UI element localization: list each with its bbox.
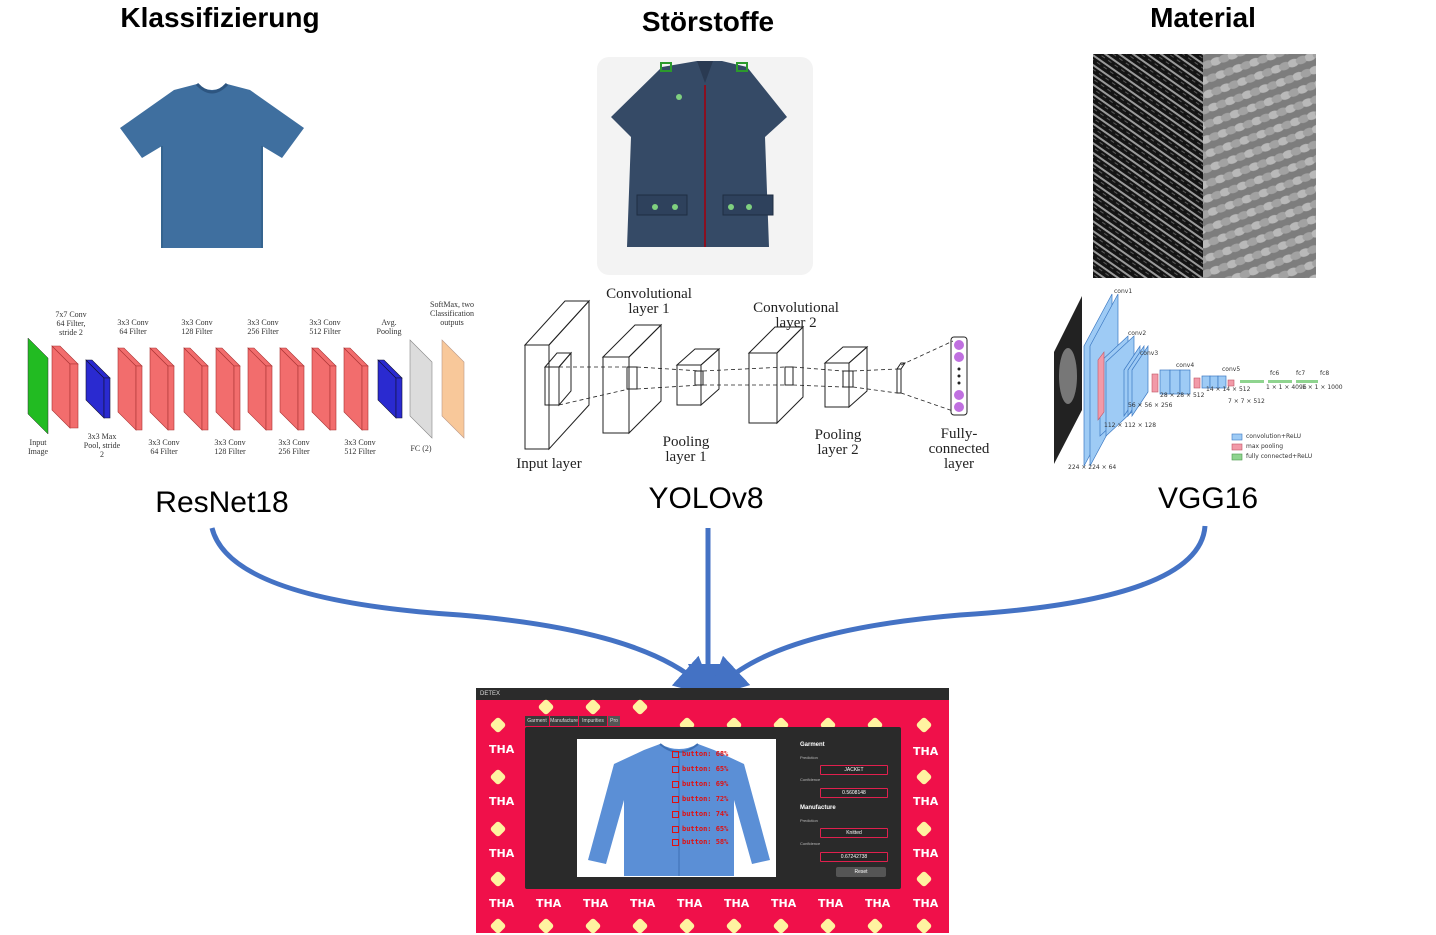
vgg-size-1: 224 × 224 × 64	[1068, 464, 1117, 471]
vgg-label-fc7: fc7	[1296, 370, 1306, 377]
tha-logo: THA	[489, 897, 515, 910]
garment-prediction-field[interactable]: JACKET	[820, 765, 888, 775]
resnet-label-conv128: 3x3 Conv 128 Filter	[181, 318, 213, 336]
detection-label: button: 74%	[672, 810, 728, 818]
manufacture-prediction-field[interactable]: Knitted	[820, 828, 888, 838]
tab-garment[interactable]: Garment	[525, 716, 549, 726]
model-label-yolov8: YOLOv8	[648, 482, 764, 515]
garment-confidence-label: Confidence	[800, 777, 821, 782]
tha-logo: THA	[818, 897, 844, 910]
tha-logo: THA	[536, 897, 562, 910]
yolo-cnn-diagram: Convolutional layer 1 Convolutional laye…	[505, 285, 1005, 475]
tha-logo: THA	[489, 847, 515, 860]
vgg-label-conv5: conv5	[1222, 366, 1241, 373]
vgg-label-conv2: conv2	[1128, 330, 1147, 337]
tha-logo: THA	[913, 745, 939, 758]
vgg-label-conv4: conv4	[1176, 362, 1195, 369]
tab-impurities[interactable]: Impurities	[579, 716, 607, 726]
model-label-resnet18: ResNet18	[155, 486, 289, 519]
detection-label: button: 69%	[672, 780, 728, 788]
title-klassifizierung: Klassifizierung	[120, 2, 320, 33]
yolo-label-input: Input layer	[516, 456, 582, 472]
vgg-size-5: 14 × 14 × 512	[1206, 386, 1251, 393]
manufacture-prediction-label: Prediction	[800, 818, 818, 823]
garment-confidence-field[interactable]: 0.5608148	[820, 788, 888, 798]
resnet-label-conv128-b: 3x3 Conv 128 Filter	[214, 438, 246, 456]
vgg-label-conv3: conv3	[1140, 350, 1159, 357]
yolo-label-fc: Fully- connected layer	[928, 426, 990, 472]
arrow-left	[209, 527, 715, 698]
tha-logo: THA	[913, 897, 939, 910]
resnet18-diagram: 7x7 Conv 64 Filter, stride 2 3x3 Conv 64…	[24, 296, 484, 466]
detection-label: button: 58%	[672, 838, 728, 846]
tha-logo: THA	[583, 897, 609, 910]
resnet-label-conv64-b: 3x3 Conv 64 Filter	[148, 438, 180, 456]
title-material: Material	[1150, 2, 1256, 33]
vgg-size-7: 1 × 1 × 4096	[1266, 384, 1307, 391]
tha-logo: THA	[913, 795, 939, 808]
title-stoerstoffe: Störstoffe	[641, 6, 775, 37]
garment-heading: Garment	[800, 742, 825, 748]
vgg-size-8: 1 × 1 × 1000	[1302, 384, 1343, 391]
resnet-label-conv256-b: 3x3 Conv 256 Filter	[278, 438, 310, 456]
detection-label: button: 65%	[672, 825, 728, 833]
tab-pro[interactable]: Pro	[608, 716, 620, 726]
yolo-label-conv1: Convolutional layer 1	[606, 286, 692, 317]
vgg-legend-pool: max pooling	[1246, 443, 1284, 450]
detection-label: button: 72%	[672, 795, 728, 803]
manufacture-heading: Manufacture	[800, 805, 836, 811]
arrow-right	[707, 525, 1208, 698]
tha-logo: THA	[771, 897, 797, 910]
vgg-label-fc6: fc6	[1270, 370, 1280, 377]
vgg-legend-conv: convolution+ReLU	[1246, 433, 1302, 440]
detection-label: button: 68%	[672, 750, 728, 758]
resnet-label-conv512: 3x3 Conv 512 Filter	[309, 318, 341, 336]
tha-logo: THA	[865, 897, 891, 910]
resnet-label-avgpool: Avg. Pooling	[376, 318, 402, 336]
resnet-label-fc: FC (2)	[410, 444, 432, 453]
app-title-bar: DETEX	[476, 688, 949, 700]
jacket-image	[597, 57, 813, 275]
vgg-size-4: 28 × 28 × 512	[1160, 392, 1205, 399]
tha-logo: THA	[677, 897, 703, 910]
tha-logo: THA	[489, 743, 515, 756]
yolo-label-conv2: Convolutional layer 2	[753, 300, 839, 331]
resnet-label-conv512-b: 3x3 Conv 512 Filter	[344, 438, 376, 456]
reset-button[interactable]: Reset	[836, 867, 886, 877]
shirt-image	[588, 743, 770, 876]
tab-manufacture[interactable]: Manufacture	[550, 716, 578, 726]
manufacture-confidence-label: Confidence	[800, 841, 821, 846]
detection-label: button: 65%	[672, 765, 728, 773]
vgg16-diagram: conv1 conv2 conv3 conv4 conv5 fc6 fc7 fc…	[1048, 286, 1348, 476]
vgg-label-fc8: fc8	[1320, 370, 1330, 377]
tha-logo: THA	[913, 847, 939, 860]
model-label-vgg16: VGG16	[1157, 482, 1259, 515]
tshirt-image	[120, 82, 304, 248]
resnet-label-conv256: 3x3 Conv 256 Filter	[247, 318, 279, 336]
tha-logo: THA	[489, 795, 515, 808]
garment-prediction-label: Prediction	[800, 755, 818, 760]
tha-logo: THA	[724, 897, 750, 910]
resnet-label-input: Input Image	[28, 438, 48, 456]
yolo-label-pool1: Pooling layer 1	[662, 434, 710, 465]
vgg-size-3: 56 × 56 × 256	[1128, 402, 1173, 409]
resnet-label-conv7: 7x7 Conv 64 Filter, stride 2	[55, 310, 87, 337]
vgg-legend-fc: fully connected+ReLU	[1246, 453, 1313, 460]
resnet-label-softmax: SoftMax, two Classification outputs	[430, 300, 474, 327]
material-texture-image	[1093, 54, 1316, 278]
vgg-size-6: 7 × 7 × 512	[1228, 398, 1265, 405]
vgg-size-2: 112 × 112 × 128	[1104, 422, 1157, 429]
yolo-label-pool2: Pooling layer 2	[814, 427, 862, 458]
manufacture-confidence-field[interactable]: 0.67242738	[820, 852, 888, 862]
tha-logo: THA	[630, 897, 656, 910]
resnet-label-maxpool: 3x3 Max Pool, stride 2	[83, 432, 121, 459]
vgg-label-conv1: conv1	[1114, 288, 1133, 295]
resnet-label-conv64: 3x3 Conv 64 Filter	[117, 318, 149, 336]
